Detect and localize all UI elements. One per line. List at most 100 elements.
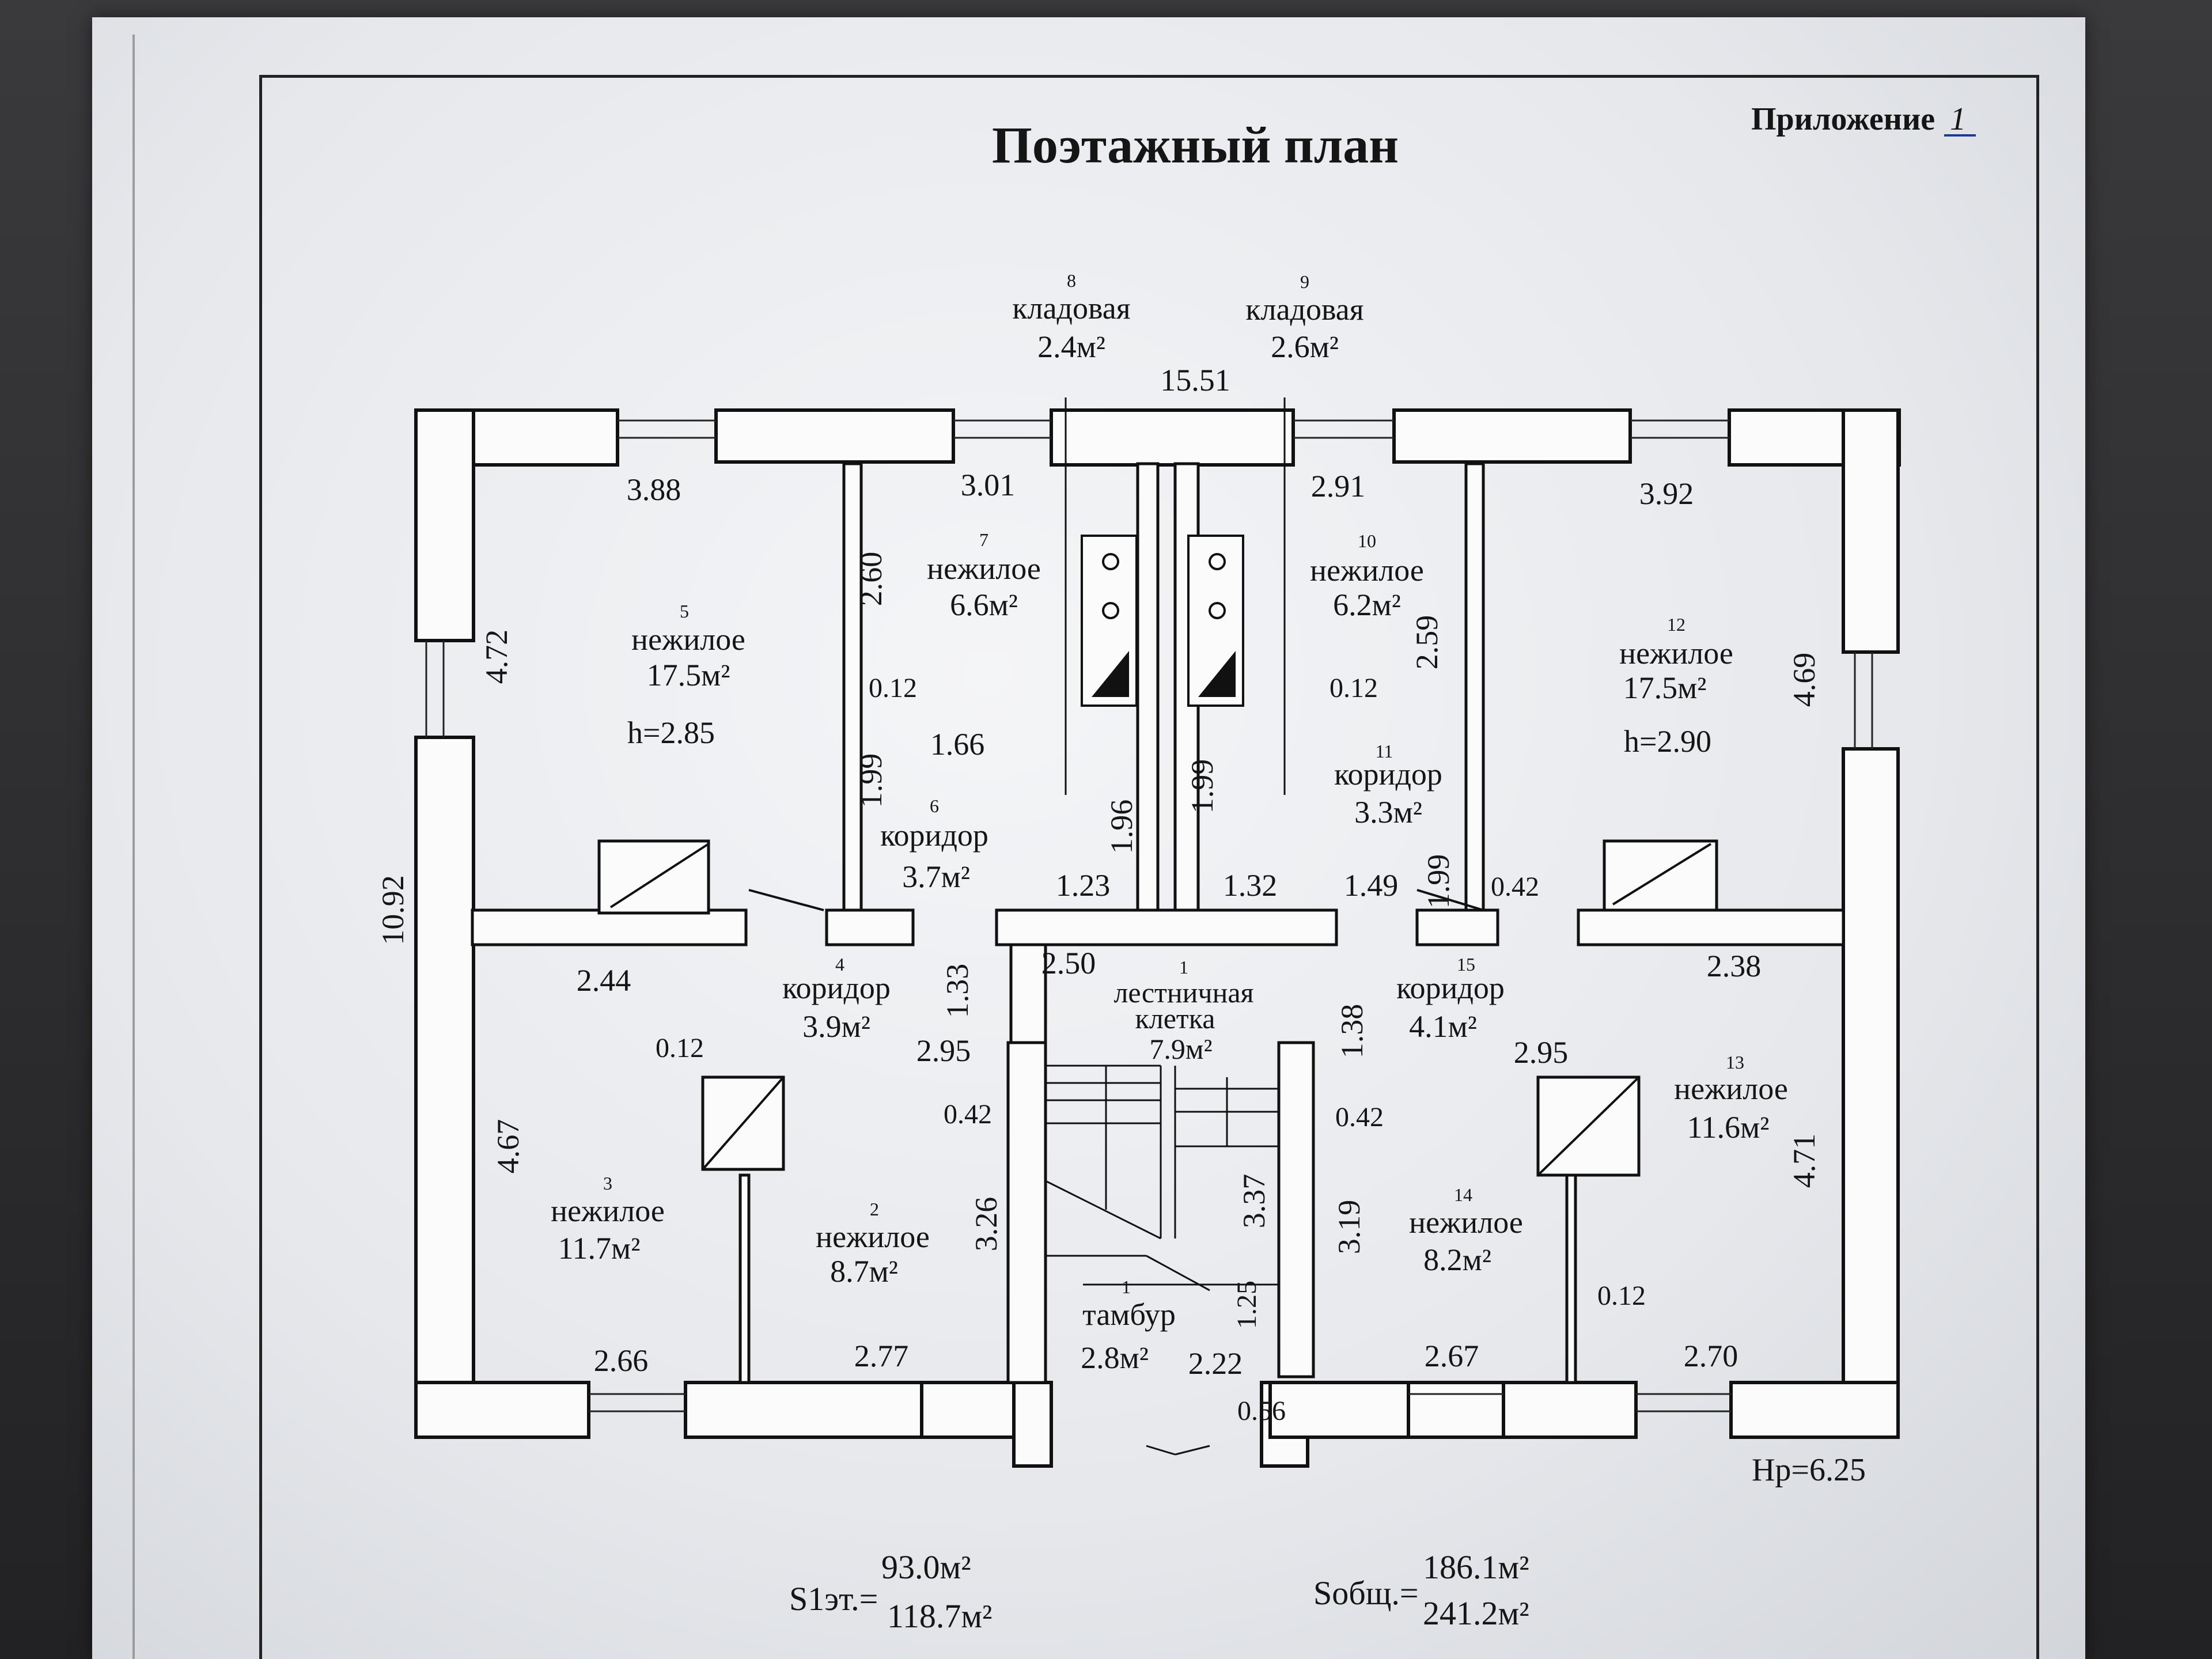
dim-319: 3.19 xyxy=(1332,1200,1366,1255)
room-2-number: 2 xyxy=(870,1199,879,1219)
dim-042b: 0.42 xyxy=(944,1099,992,1130)
dim-222: 2.22 xyxy=(1188,1346,1243,1381)
dim-196: 1.96 xyxy=(1104,800,1139,854)
dim-295b: 2.95 xyxy=(1514,1035,1569,1070)
height-mark: Hр=6.25 xyxy=(1752,1452,1866,1488)
interior-walls xyxy=(471,462,1845,1384)
dim-291: 2.91 xyxy=(1311,469,1366,503)
dim-467: 4.67 xyxy=(491,1119,525,1174)
dim-042c: 0.42 xyxy=(1335,1102,1384,1132)
room-1-name2: клетка xyxy=(1135,1002,1215,1035)
stove-symbols xyxy=(1092,553,1236,697)
dim-392: 3.92 xyxy=(1639,476,1694,511)
room-14-area: 8.2м² xyxy=(1423,1243,1491,1277)
room-10-name: нежилое xyxy=(1310,553,1424,588)
room-5-height: h=2.85 xyxy=(627,715,715,750)
s2-label: Sобщ.= xyxy=(1313,1574,1419,1612)
dim-125: 1.25 xyxy=(1232,1281,1262,1329)
room-4-number: 4 xyxy=(835,954,844,975)
dim-259: 2.59 xyxy=(1410,615,1444,670)
room-2-area: 8.7м² xyxy=(830,1254,898,1289)
room-9-name: кладовая xyxy=(1245,292,1363,327)
exterior-walls xyxy=(414,408,1901,1468)
s1-val1: 93.0м² xyxy=(881,1548,971,1586)
room-11-number: 11 xyxy=(1376,741,1393,762)
room-15-number: 15 xyxy=(1457,954,1475,975)
room-12-area: 17.5м² xyxy=(1623,671,1707,705)
dim-132: 1.32 xyxy=(1223,868,1278,903)
room-1-area: 7.9м² xyxy=(1149,1033,1212,1065)
appendix-number: 1 xyxy=(1950,101,1966,137)
dim-199b: 1.99 xyxy=(1185,759,1219,814)
dimension-labels: 3.88 3.01 2.91 3.92 4.72 4.69 2.60 2.59 … xyxy=(479,468,1821,1426)
room-13-name: нежилое xyxy=(1674,1071,1788,1106)
dim-138: 1.38 xyxy=(1335,1004,1369,1059)
s1-label: S1эт.= xyxy=(789,1580,878,1618)
dim-012d: 0.12 xyxy=(1597,1281,1646,1311)
room-5-number: 5 xyxy=(680,601,689,622)
room-7-name: нежилое xyxy=(927,551,1041,586)
dim-overall-top: 15.51 xyxy=(1160,363,1230,397)
room-9-number: 9 xyxy=(1300,271,1309,292)
plan-title: Поэтажный план xyxy=(992,117,1399,174)
dim-166: 1.66 xyxy=(930,727,985,762)
dim-042a: 0.42 xyxy=(1491,872,1539,902)
room-7-area: 6.6м² xyxy=(950,588,1018,622)
room-9-area: 2.6м² xyxy=(1271,329,1339,364)
dim-267: 2.67 xyxy=(1425,1339,1479,1373)
room-12-name: нежилое xyxy=(1619,636,1733,671)
dim-012c: 0.12 xyxy=(656,1033,704,1063)
room-3-number: 3 xyxy=(603,1173,612,1194)
dim-388: 3.88 xyxy=(627,472,681,507)
room-6-number: 6 xyxy=(930,796,939,816)
room-6-name: коридор xyxy=(880,818,988,853)
dim-056: 0.56 xyxy=(1237,1396,1286,1426)
room-8-area: 2.4м² xyxy=(1037,329,1105,364)
dim-238: 2.38 xyxy=(1707,949,1762,983)
dim-199c: 1.99 xyxy=(1421,854,1456,909)
room-14-name: нежилое xyxy=(1409,1205,1523,1240)
room-15-area: 4.1м² xyxy=(1409,1009,1477,1044)
dim-277: 2.77 xyxy=(854,1339,909,1373)
room-1t-area: 2.8м² xyxy=(1081,1340,1149,1375)
dim-260: 2.60 xyxy=(854,552,888,607)
room-2-name: нежилое xyxy=(816,1219,930,1254)
dim-250: 2.50 xyxy=(1041,946,1096,980)
room-11-name: коридор xyxy=(1334,757,1442,791)
room-6-area: 3.7м² xyxy=(902,859,970,894)
s1-val2: 118.7м² xyxy=(887,1597,992,1635)
room-13-number: 13 xyxy=(1726,1052,1744,1073)
room-5-name: нежилое xyxy=(631,622,745,657)
room-11-area: 3.3м² xyxy=(1354,795,1422,830)
room-13-area: 11.6м² xyxy=(1687,1110,1770,1145)
dim-469: 4.69 xyxy=(1787,653,1821,707)
room-12-number: 12 xyxy=(1667,614,1685,635)
room-1t-name: тамбур xyxy=(1082,1297,1176,1332)
room-5-area: 17.5м² xyxy=(647,658,730,692)
dim-199a: 1.99 xyxy=(854,753,888,808)
room-8-number: 8 xyxy=(1067,270,1076,291)
dim-012b: 0.12 xyxy=(1330,673,1378,703)
dim-471: 4.71 xyxy=(1787,1134,1821,1188)
s2-val1: 186.1м² xyxy=(1423,1548,1529,1586)
dim-149: 1.49 xyxy=(1344,868,1399,903)
room-4-name: коридор xyxy=(782,971,891,1005)
dim-266: 2.66 xyxy=(594,1343,649,1378)
area-summary: S1эт.= 93.0м² 118.7м² Sобщ.= 186.1м² 241… xyxy=(789,1548,1529,1635)
dim-301: 3.01 xyxy=(961,468,1016,502)
room-1-number: 1 xyxy=(1179,957,1188,978)
s2-val2: 241.2м² xyxy=(1423,1594,1529,1632)
dim-012a: 0.12 xyxy=(869,673,917,703)
furniture-lines xyxy=(609,843,1712,1176)
dim-295a: 2.95 xyxy=(916,1033,971,1068)
sheet-fold-line xyxy=(132,35,135,1659)
dim-326: 3.26 xyxy=(969,1197,1003,1252)
dim-337: 3.37 xyxy=(1237,1174,1271,1229)
room-labels: 8 кладовая 2.4м² 9 кладовая 2.6м² 5 нежи… xyxy=(551,270,1788,1375)
dim-overall-left: 10.92 xyxy=(376,875,410,945)
dim-133: 1.33 xyxy=(940,964,975,1018)
drawing-frame xyxy=(259,75,2039,1659)
appendix-label: Приложение xyxy=(1751,101,1935,137)
room-10-number: 10 xyxy=(1358,531,1376,551)
